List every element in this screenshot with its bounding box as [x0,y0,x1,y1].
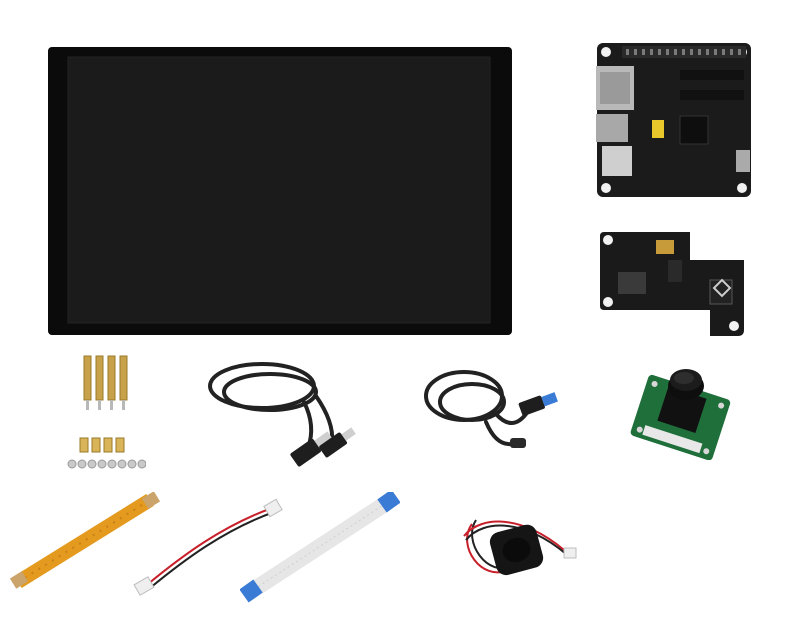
speaker-icon [463,519,577,576]
brass-standoff-icon [67,355,146,469]
display-panel [48,47,512,335]
usb-a-cable [204,356,364,476]
wire-icon [133,498,283,596]
speaker [454,506,584,592]
ffc-cable-white [240,492,400,604]
ffc-cable-icon [240,492,400,603]
mainboard [596,42,752,198]
ribbon-cable-icon [10,492,160,589]
poe-module [598,230,752,338]
standoffs-and-screws [66,352,146,476]
lcd-display-icon [48,47,512,335]
circuit-board-icon [596,43,751,197]
camera-module [628,360,736,460]
usb-c-cable-icon [424,370,558,448]
usb-cable-icon [208,362,356,467]
flex-cable-orange [10,492,160,592]
jumper-wire [132,496,284,600]
usb-c-cable [416,362,566,458]
camera-icon [630,369,731,460]
poe-module-icon [600,232,744,336]
